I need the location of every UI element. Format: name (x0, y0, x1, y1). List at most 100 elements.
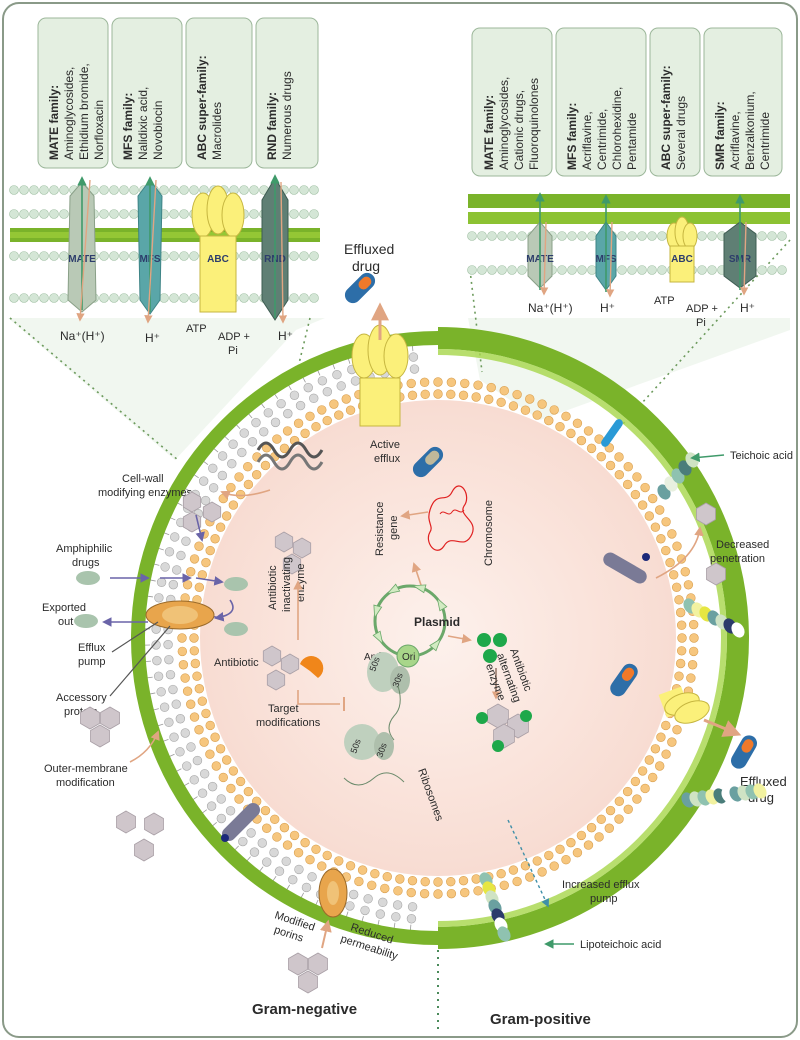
lipoteichoic-label: Lipoteichoic acid (580, 939, 661, 951)
left-lipid-head (129, 185, 139, 195)
inner-lipid-head (596, 451, 606, 462)
inner-lipid-head (189, 633, 199, 643)
increased-label-1: Increased efflux (562, 879, 640, 891)
left-mate-drug-2: Ethidium bromide, (77, 63, 91, 160)
gram-positive-label: Gram-positive (490, 1011, 591, 1028)
left-lipid-head (59, 251, 69, 261)
inner-lipid-head (228, 500, 239, 510)
left-mfs-family: MFS family: (121, 93, 135, 160)
left-lipid-head (299, 185, 309, 195)
increased-efflux-arrow (507, 819, 549, 908)
outer-lipid-head (251, 417, 261, 428)
left-lipid-head (179, 251, 189, 261)
inner-lipid-head (594, 832, 604, 842)
left-lipid-head (119, 209, 129, 219)
resistance-label-2: gene (388, 516, 400, 540)
inner-lipid-head (446, 876, 456, 887)
outer-lipid-head (156, 687, 166, 697)
right-peptidoglycan-2 (468, 212, 790, 224)
right-mate-drug-1: Aminoglycosides, (497, 77, 511, 170)
left-family-boxes: MATE family: Aminoglycosides, Ethidium b… (37, 17, 319, 169)
left-abc-drug-1: Macrolides (210, 102, 224, 160)
right-lipid-head (697, 231, 707, 241)
right-lipid-head (657, 231, 667, 241)
hex-inact-2 (292, 537, 312, 559)
alternating-enzyme-dots (477, 633, 507, 663)
inner-lipid-head (689, 633, 699, 643)
inner-lipid-head (665, 557, 675, 568)
inner-lipid-head (190, 658, 201, 669)
inner-lipid-head (407, 390, 418, 401)
outer-lipid-head (228, 439, 238, 449)
plasmid-gene-arrow (373, 604, 383, 619)
inner-lipid-head (260, 460, 271, 471)
inner-lipid-head (407, 875, 418, 886)
outer-lipid-head (164, 717, 174, 728)
left-lipid-head (179, 209, 189, 219)
inner-lipid-head (228, 766, 239, 776)
inner-lipid-head (537, 867, 547, 877)
left-rnd-drug-1: Numerous drugs (280, 71, 294, 160)
outer-lipid-head (360, 905, 370, 916)
inner-lipid-head (194, 582, 205, 592)
left-mfs-drug-1: Nalidixic acid, (136, 87, 150, 160)
outer-lipid-head (378, 897, 388, 907)
outer-lipid-head (182, 761, 192, 771)
inactivating-label-2: inactivating (281, 557, 293, 612)
right-mate-family: MATE family: (482, 95, 496, 170)
right-box-abc-text: ABC super-family: Several drugs (659, 62, 688, 170)
outer-lipid-head (151, 640, 161, 650)
left-lipid-head (119, 185, 129, 195)
inner-lipid-head (420, 876, 430, 887)
right-lipid-head (467, 231, 477, 241)
inner-lipid-head (199, 737, 209, 747)
inner-lipid-head (508, 865, 519, 875)
inner-lipid-head (221, 511, 232, 521)
outer-lipid-head (294, 864, 304, 875)
left-abc-family: ABC super-family: (195, 55, 209, 160)
inner-lipid-head (354, 876, 364, 887)
inner-lipid-head (675, 607, 686, 618)
right-lipid-head (777, 265, 787, 275)
cell-wall-label-1: Cell-wall (122, 473, 164, 485)
inner-lipid-head (674, 671, 684, 681)
left-lipid-head (299, 251, 309, 261)
left-lipid-head (169, 185, 179, 195)
left-lipid-head (109, 209, 119, 219)
inner-lipid-head (622, 786, 633, 797)
inner-lipid-head (661, 517, 671, 527)
left-mate-drug-3: Norfloxacin (92, 100, 106, 160)
inner-lipid-head (525, 394, 535, 404)
ribo-30-top: 30s (390, 671, 405, 689)
outer-lipid-head (227, 459, 237, 469)
left-lipid-head (19, 251, 29, 261)
left-mate-family: MATE family: (47, 85, 61, 160)
inner-lipid-head (532, 856, 542, 866)
inner-lipid-head (293, 847, 304, 858)
efflux-pump-label-2: pump (78, 656, 106, 668)
left-pump-abc (191, 185, 245, 313)
inner-lipid-head (218, 493, 229, 504)
inner-lipid-head (322, 850, 332, 861)
inner-lipid-head (433, 389, 443, 399)
left-lipid-head (129, 293, 139, 303)
outer-lipid-head (301, 882, 312, 893)
inner-lipid-head (640, 783, 650, 794)
right-mate-drug-3: Fluoroquinolones (527, 78, 541, 170)
inner-lipid-head (471, 392, 481, 402)
outer-lipid-head (216, 813, 227, 824)
amphiphilic-drug-2 (224, 577, 248, 591)
chromosome-label: Chromosome (483, 500, 495, 566)
inner-lipid-head (566, 837, 576, 848)
inner-lipid-head (317, 405, 327, 415)
enzyme-pacman (300, 656, 324, 678)
inner-lipid-head (680, 567, 690, 577)
target-mod-label-2: modifications (256, 717, 321, 729)
amphiphilic-label-2: drugs (72, 557, 100, 569)
left-lipid-head (239, 185, 249, 195)
inner-lipid-head (189, 712, 200, 722)
outer-lipid-head (295, 400, 306, 411)
target-mod-label-1: Target (268, 703, 299, 715)
right-mfs-drug-1: Acriflavine, (580, 111, 594, 170)
